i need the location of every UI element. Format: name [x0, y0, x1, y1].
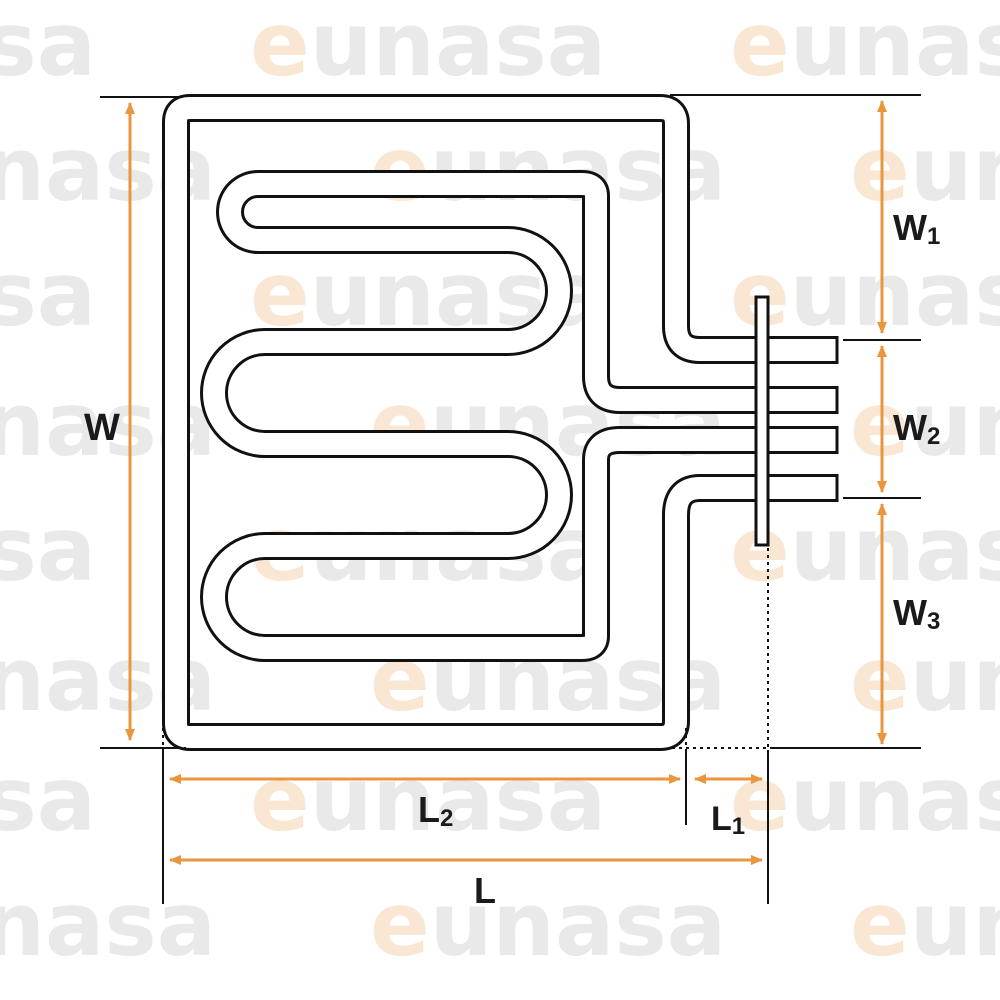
label-w1: W1 — [893, 207, 940, 250]
watermark-logo: eunasa — [850, 118, 1000, 221]
watermark-logo: eunasa — [730, 498, 1000, 601]
watermark-logo: eunasa — [730, 243, 1000, 346]
watermark-logo: eunasa — [0, 748, 96, 851]
watermark-logo: eunasa — [850, 873, 1000, 976]
dimension-labels: W W1 W2 W3 L2 L1 L — [84, 207, 940, 911]
inner-serpentine-tube-core — [203, 173, 838, 659]
label-l: L — [474, 870, 496, 911]
watermark-logo: eunasa — [0, 873, 216, 976]
watermark-logo: eunasa — [250, 0, 606, 96]
watermark-layer: eunasaeunasaeunasaeunasaeunasaeunasaeuna… — [0, 0, 1000, 976]
label-w3: W3 — [893, 592, 940, 635]
label-l2: L2 — [418, 789, 453, 832]
watermark-logo: eunasa — [730, 0, 1000, 96]
label-l1: L1 — [711, 800, 745, 840]
watermark-logo: eunasa — [250, 748, 606, 851]
watermark-logo: eunasa — [850, 373, 1000, 476]
label-w: W — [84, 407, 120, 449]
watermark-logo: eunasa — [0, 243, 96, 346]
dimension-arrows — [125, 100, 887, 865]
extension-lines — [100, 94, 921, 904]
dotted-guides — [162, 548, 769, 750]
watermark-logo: eunasa — [0, 0, 96, 96]
watermark-logo: eunasa — [850, 628, 1000, 731]
watermark-logo: eunasa — [370, 873, 726, 976]
watermark-logo: eunasa — [730, 748, 1000, 851]
heating-element — [162, 94, 839, 751]
watermark-logo: eunasa — [0, 498, 96, 601]
mounting-bracket — [754, 295, 770, 547]
label-w2: W2 — [893, 407, 940, 450]
outer-tube-core — [165, 97, 838, 748]
